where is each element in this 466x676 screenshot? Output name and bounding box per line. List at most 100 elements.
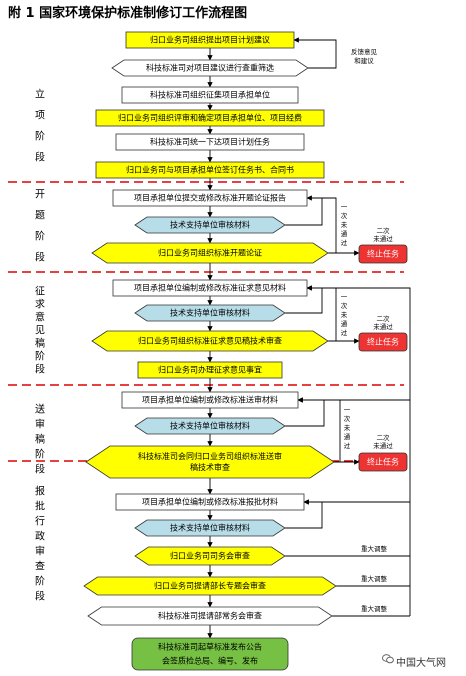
first-fail-kaiti-1: 一 — [341, 203, 348, 211]
first-fail-songshen-5: 过 — [344, 441, 351, 450]
step-minister-meeting — [83, 576, 337, 596]
loop-zhengqiu-2 — [285, 288, 323, 314]
step-dept-meeting — [134, 546, 286, 566]
step-opening-report — [112, 189, 308, 207]
step-review-check-label: 技术支持单位审核材料 — [170, 421, 250, 431]
step-publish-label-1: 科技标准司起草标准发布公告 — [158, 642, 262, 652]
major-adjust-label-2: 重大调整 — [361, 574, 388, 583]
first-fail-songshen-3: 未 — [344, 423, 351, 432]
stage-label-lixiang-1: 立 — [35, 88, 45, 101]
first-fail-zhengqiu-2: 次 — [341, 301, 348, 310]
step-plan-proposal — [125, 31, 295, 49]
step-sign-contracts — [95, 161, 325, 179]
feedback-loop — [293, 37, 337, 69]
second-fail-zhengqiu-1: 二次 — [377, 314, 391, 323]
step-consult-tech-review — [91, 330, 329, 352]
second-fail-zhengqiu-2: 未通过 — [373, 322, 393, 331]
step-issue-tasks — [115, 133, 305, 151]
stage-label-baopi-4: 政 — [35, 530, 45, 543]
step-review-tech — [85, 445, 335, 479]
feedback-label-1: 反馈意见 — [351, 47, 378, 56]
step-executive-meeting — [87, 606, 333, 626]
first-fail-zhengqiu-4: 通 — [341, 319, 348, 328]
step-issue-tasks-label: 科技标准司统一下达项目计划任务 — [150, 137, 270, 147]
major-adjust-label-3: 重大调整 — [361, 604, 388, 613]
step-opening-review-label: 技术支持单位审核材料 — [170, 220, 250, 230]
step-consult-review — [134, 304, 286, 322]
step-opening-argument-label: 归口业务司组织标准开题论证 — [158, 248, 262, 258]
step-publish-label-2: 会签质检总局、编号、发布 — [162, 656, 258, 666]
step-collect-units-label: 科技标准司组织征集项目承担单位 — [150, 90, 270, 100]
step-review-tech-label-1: 科技标准司会同归口业务司组织标准送审 — [138, 451, 282, 461]
stage-label-zhengqiu-3: 意 — [35, 311, 45, 324]
step-collect-units — [121, 86, 299, 104]
terminate-box-zhengqiu — [358, 332, 408, 352]
step-consult-tech-review-label: 归口业务司组织标准征求意见稿技术审查 — [138, 336, 282, 346]
first-fail-zhengqiu-1: 一 — [341, 293, 348, 301]
first-fail-zhengqiu-3: 未 — [341, 310, 348, 319]
stage-label-lixiang-3: 阶 — [35, 130, 45, 143]
stage-label-songshen-4: 阶 — [35, 448, 45, 461]
stage-label-baopi-8: 段 — [35, 590, 45, 603]
stage-label-kaiti-2: 题 — [35, 210, 45, 222]
page-title: 附 1 国家环境保护标准制修订工作流程图 — [8, 6, 248, 21]
step-approval-check-label: 技术支持单位审核材料 — [170, 523, 250, 533]
step-opening-argument — [91, 242, 329, 264]
step-consult-material — [112, 279, 308, 297]
terminate-box-kaiti — [358, 244, 408, 264]
step-dept-meeting-label: 归口业务司司务会审查 — [170, 551, 250, 561]
stage-label-lixiang-2: 项 — [35, 110, 45, 122]
step-plan-proposal-label: 归口业务司组织提出项目计划建议 — [150, 35, 270, 45]
first-fail-songshen-2: 次 — [344, 414, 351, 423]
step-opening-report-label: 项目承担单位提交或修改标准开题论证报告 — [134, 193, 286, 203]
watermark: 中国大气网 — [396, 658, 446, 669]
step-approval-material-label: 项目承担单位编制或修改标准报批材料 — [142, 497, 278, 507]
second-fail-kaiti-2: 未通过 — [373, 234, 393, 243]
terminate-box-zhengqiu-label: 终止任务 — [367, 337, 399, 347]
stage-label-baopi-1: 报 — [35, 485, 45, 498]
step-approval-check — [134, 519, 286, 537]
step-review-check — [134, 417, 286, 435]
stage-label-lixiang-4: 段 — [35, 151, 45, 164]
step-review-tech-label-2: 稿技术审查 — [190, 462, 230, 472]
first-fail-zhengqiu-5: 过 — [341, 328, 348, 337]
step-publish — [131, 637, 289, 671]
step-duplicate-check-label: 科技标准司对项目建议进行查重筛选 — [146, 63, 274, 73]
stage-label-zhengqiu-5: 稿 — [35, 337, 45, 350]
stage-label-kaiti-1: 开 — [35, 190, 45, 201]
first-fail-songshen-1: 一 — [344, 406, 351, 414]
stage-label-songshen-2: 审 — [35, 418, 45, 431]
stage-label-songshen-1: 送 — [35, 403, 45, 416]
stage-label-baopi-2: 批 — [35, 500, 45, 513]
stage-label-songshen-3: 稿 — [35, 433, 45, 446]
terminate-box-songshen — [358, 452, 408, 472]
first-fail-kaiti-3: 未 — [341, 220, 348, 229]
stage-label-baopi-3: 行 — [35, 515, 45, 528]
second-fail-songshen-2: 未通过 — [373, 441, 393, 450]
step-executive-meeting-label: 科技标准司提请部常务会审查 — [158, 611, 262, 621]
stage-label-zhengqiu-2: 求 — [35, 299, 45, 311]
step-consult-handle — [137, 361, 283, 379]
stage-label-zhengqiu-1: 征 — [35, 286, 45, 298]
wechat-icon — [382, 654, 394, 664]
step-duplicate-check — [111, 59, 309, 77]
step-minister-meeting-label: 归口业务司提请部长专题会审查 — [154, 581, 266, 591]
stage-label-baopi-7: 阶 — [35, 575, 45, 588]
major-adjust-label-1: 重大调整 — [361, 544, 388, 553]
stage-label-baopi-6: 查 — [35, 560, 45, 573]
first-fail-kaiti-2: 次 — [341, 211, 348, 220]
major-adjust-rail — [306, 285, 411, 616]
loop-songshen-2 — [285, 400, 325, 427]
step-review-material-label: 项目承担单位编制或修改标准送审材料 — [142, 395, 278, 405]
first-fail-kaiti-5: 过 — [341, 238, 348, 247]
step-consult-handle-label: 归口业务司办理征求意见事宜 — [158, 365, 262, 375]
stage-label-songshen-5: 段 — [35, 463, 45, 476]
stage-label-kaiti-4: 段 — [35, 251, 45, 264]
loop-kaiti-2 — [285, 198, 323, 226]
step-consult-review-label: 技术支持单位审核材料 — [170, 308, 250, 318]
second-fail-kaiti-1: 二次 — [377, 226, 391, 235]
stage-label-zhengqiu-7: 段 — [35, 363, 45, 376]
step-evaluate-units — [95, 109, 325, 127]
step-opening-review — [134, 216, 286, 234]
